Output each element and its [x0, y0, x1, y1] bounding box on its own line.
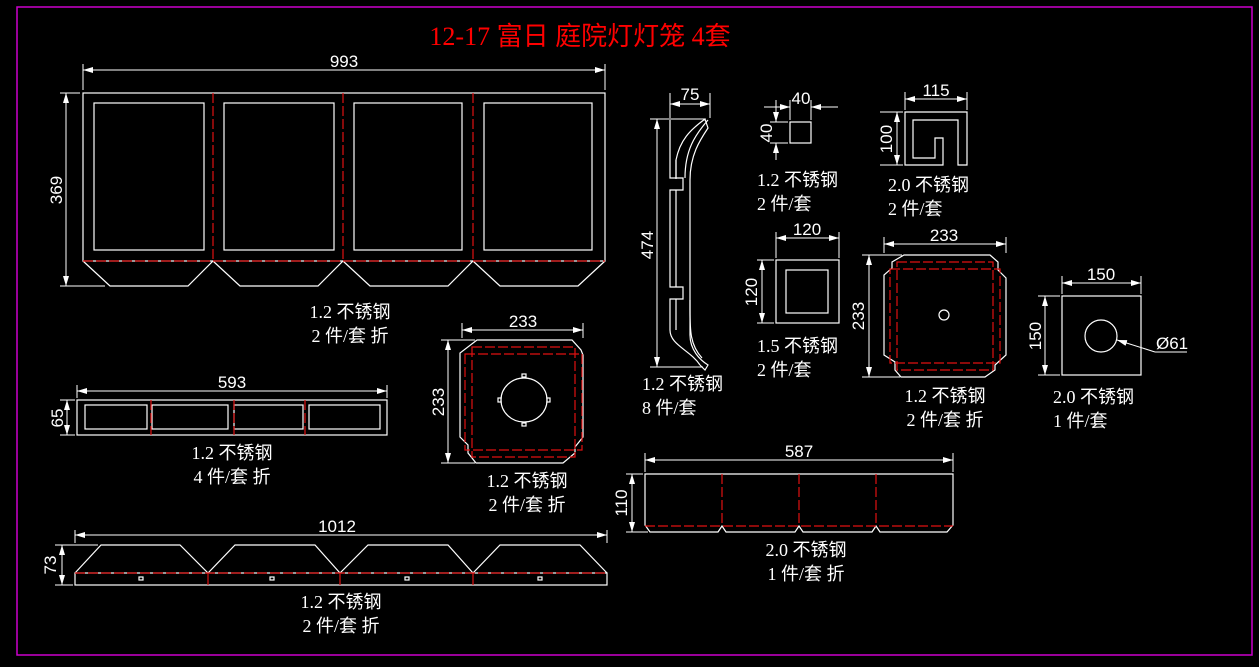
dim-width: 593	[76, 373, 388, 398]
part-strip-587: 587 110 2.0 不锈钢 1 件/套 折	[612, 442, 954, 584]
dim-label: 100	[877, 125, 896, 153]
material-label: 1.2 不锈钢	[301, 592, 382, 612]
dim-label: 73	[41, 556, 60, 575]
dim-label: 233	[849, 302, 868, 330]
material-label: 2.0 不锈钢	[888, 175, 969, 195]
dim-height: 233	[849, 254, 902, 378]
material-label: 1.2 不锈钢	[192, 443, 273, 463]
part-curved-rib: 75 474 1.2 不锈钢 8 件/套	[638, 85, 723, 418]
dim-label: 233	[509, 312, 537, 331]
dim-label: 150	[1087, 265, 1115, 284]
dim-label: 115	[922, 81, 949, 100]
qty-label: 2 件/套 折	[302, 616, 379, 636]
dim-height: 65	[48, 399, 75, 436]
material-label: 2.0 不锈钢	[766, 540, 847, 560]
dim-label: 110	[612, 489, 631, 516]
fold-lines	[83, 93, 605, 262]
qty-label: 2 件/套	[757, 360, 812, 380]
dim-label: 65	[48, 409, 67, 428]
part-hook-bracket: 115 100 2.0 不锈钢 2 件/套	[877, 81, 969, 219]
qty-label: 1 件/套	[1053, 411, 1108, 431]
dim-width: 120	[775, 220, 840, 258]
dim-width: 1012	[74, 517, 608, 543]
dim-label: 233	[930, 226, 958, 245]
dim-height: 233	[429, 339, 475, 464]
part-strip-593: 593 65 1.2 不锈钢 4 件/套 折	[48, 373, 388, 487]
part-side-panel: 993 369 1.2 不锈钢 2 件/套 折	[47, 52, 606, 346]
part-square-plate-center: 233 233 1.2 不锈钢 2 件/套 折	[849, 226, 1007, 430]
dim-label: 1012	[318, 517, 356, 536]
dim-label: 120	[793, 220, 821, 239]
qty-label: 1 件/套 折	[767, 564, 844, 584]
material-label: 1.2 不锈钢	[487, 471, 568, 491]
dim-height: 120	[742, 259, 774, 324]
dim-width: 993	[82, 52, 606, 90]
dim-label: 40	[757, 124, 776, 143]
qty-label: 2 件/套 折	[906, 410, 983, 430]
dim-label: 593	[218, 373, 246, 392]
material-label: 2.0 不锈钢	[1053, 387, 1134, 407]
part-small-square: 40 40 1.2 不锈钢 2 件/套	[757, 89, 838, 214]
qty-label: 2 件/套	[757, 194, 812, 214]
dim-height: 100	[877, 111, 903, 166]
part-base-strip-1012: 1012 73 1.2 不锈钢 2 件/套 折	[41, 517, 608, 636]
qty-label: 2 件/套	[888, 199, 943, 219]
dim-width: 40	[764, 89, 838, 120]
dim-label: 40	[792, 89, 811, 108]
dim-label: 150	[1026, 322, 1045, 350]
dim-width: 75	[669, 85, 711, 118]
dim-width: 587	[644, 442, 954, 472]
material-label: 1.2 不锈钢	[905, 386, 986, 406]
dim-height: 150	[1026, 295, 1060, 376]
dim-height: 40	[757, 100, 788, 160]
drawing-frame	[16, 6, 1253, 656]
part-square-frame: 120 120 1.5 不锈钢 2 件/套	[742, 220, 840, 380]
qty-label: 4 件/套 折	[193, 467, 270, 487]
panel-outline	[82, 92, 606, 287]
dim-height: 474	[638, 118, 705, 368]
hole-diameter-label: Ø61	[1156, 334, 1188, 353]
material-label: 1.2 不锈钢	[642, 374, 723, 394]
dim-width: 115	[904, 81, 968, 110]
dim-height: 369	[47, 92, 105, 287]
qty-label: 8 件/套	[642, 398, 697, 418]
dim-label: 369	[47, 176, 66, 204]
drawing-title: 12-17 富日 庭院灯灯笼 4套	[429, 22, 730, 51]
dim-label: 75	[681, 85, 700, 104]
dim-label: 993	[330, 52, 358, 71]
qty-label: 2 件/套 折	[488, 495, 565, 515]
dim-label: 587	[785, 442, 813, 461]
dim-width: 233	[883, 226, 1007, 253]
dim-height: 110	[612, 473, 648, 533]
dim-width: 150	[1061, 265, 1142, 294]
part-square-plate-hole: 233 233 1.2 不锈钢 2 件/套 折	[429, 312, 584, 515]
dim-width: 233	[461, 312, 584, 338]
dim-label: 120	[742, 278, 761, 306]
part-plate-150: Ø61 150 150 2.0 不锈钢 1 件/套	[1026, 265, 1188, 431]
qty-label: 2 件/套 折	[311, 326, 388, 346]
material-label: 1.2 不锈钢	[310, 302, 391, 322]
material-label: 1.5 不锈钢	[757, 336, 838, 356]
material-label: 1.2 不锈钢	[757, 170, 838, 190]
dim-label: 233	[429, 388, 448, 416]
dim-label: 474	[638, 231, 657, 259]
dim-height: 73	[41, 544, 98, 586]
